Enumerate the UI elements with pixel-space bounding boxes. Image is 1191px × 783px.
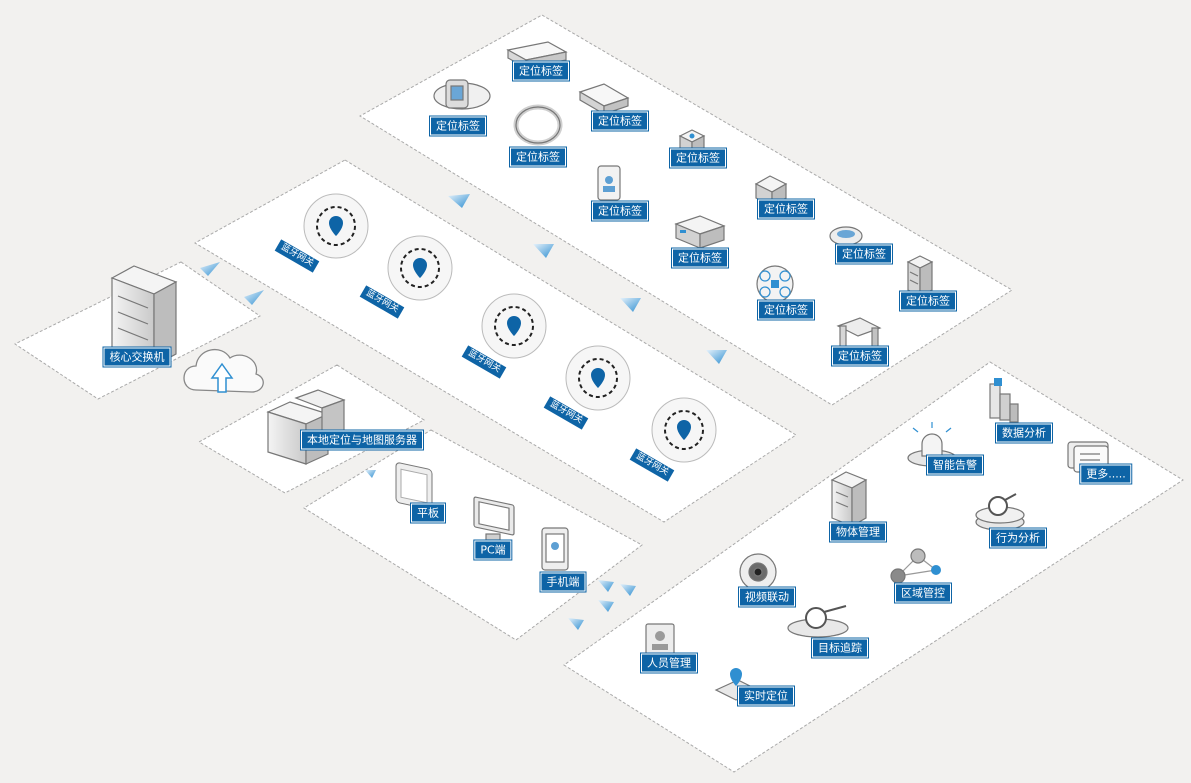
arrow-icon [706, 350, 727, 364]
core-switch-icon [110, 265, 178, 368]
more-label: 更多..... [1080, 464, 1132, 484]
tag-label: 定位标签 [510, 147, 566, 167]
data-analysis-label: 数据分析 [996, 423, 1052, 443]
tag-disc-icon [829, 226, 863, 246]
network-nodes-icon [890, 548, 941, 584]
tag-cabinet-icon [906, 255, 934, 297]
tag-label: 定位标签 [900, 291, 956, 311]
tag-label: 定位标签 [758, 300, 814, 320]
asset-management-label: 物体管理 [830, 522, 886, 542]
tag-label: 定位标签 [592, 201, 648, 221]
map-pin-icon [714, 668, 760, 701]
gateway-icon [481, 293, 547, 359]
target-tracking-label: 目标追踪 [812, 638, 868, 658]
arrow-icon [533, 244, 554, 258]
phone-label: 手机端 [540, 572, 586, 592]
arrow-icon [448, 194, 470, 208]
tag-label: 定位标签 [513, 61, 569, 81]
drone-icon [756, 265, 794, 303]
realtime-location-label: 实时定位 [738, 686, 794, 706]
tag-label: 定位标签 [758, 199, 814, 219]
server-icon [266, 389, 346, 465]
person-card-icon [645, 623, 675, 657]
arrow-icon [598, 600, 614, 612]
gateway-icon [387, 235, 453, 301]
tag-label: 定位标签 [672, 248, 728, 268]
gateway-icon [651, 397, 717, 463]
tag-label: 定位标签 [430, 116, 486, 136]
behavior-analysis-label: 行为分析 [990, 528, 1046, 548]
target-search-icon [787, 605, 849, 638]
arrow-icon [200, 262, 220, 276]
tag-label: 定位标签 [592, 111, 648, 131]
bracelet-icon [513, 104, 563, 146]
arrow-icon [620, 584, 636, 596]
arrow-icon [598, 580, 614, 592]
platform-panel [563, 361, 1184, 773]
video-linkage-label: 视频联动 [739, 587, 795, 607]
pc-label: PC端 [474, 540, 512, 560]
tag-label: 定位标签 [836, 244, 892, 264]
tablet-icon [395, 462, 433, 510]
gateway-icon [303, 193, 369, 259]
tag-label: 定位标签 [832, 346, 888, 366]
gateway-icon [565, 345, 631, 411]
arrow-icon [568, 618, 584, 630]
pc-icon [473, 496, 515, 541]
tag-box-icon [674, 215, 726, 249]
arrow-icon [365, 470, 376, 478]
watch-icon [433, 79, 491, 110]
badge-card-icon [597, 165, 621, 201]
magnifier-stack-icon [975, 493, 1025, 531]
cabinet-icon [830, 471, 868, 528]
gateways [303, 193, 717, 463]
phone-icon [541, 527, 569, 571]
server-label: 本地定位与地图服务器 [301, 430, 423, 450]
cloud-icon [183, 348, 264, 393]
buildings-icon [989, 378, 1019, 423]
tablet-label: 平板 [411, 503, 445, 523]
flow-arrows [200, 194, 727, 630]
area-control-label: 区域管控 [895, 583, 951, 603]
smart-alarm-label: 智能告警 [927, 455, 983, 475]
personnel-management-label: 人员管理 [641, 653, 697, 673]
arrow-icon [244, 290, 264, 305]
arrow-icon [620, 298, 641, 312]
core-switch-label: 核心交换机 [103, 347, 171, 367]
tag-label: 定位标签 [670, 148, 726, 168]
